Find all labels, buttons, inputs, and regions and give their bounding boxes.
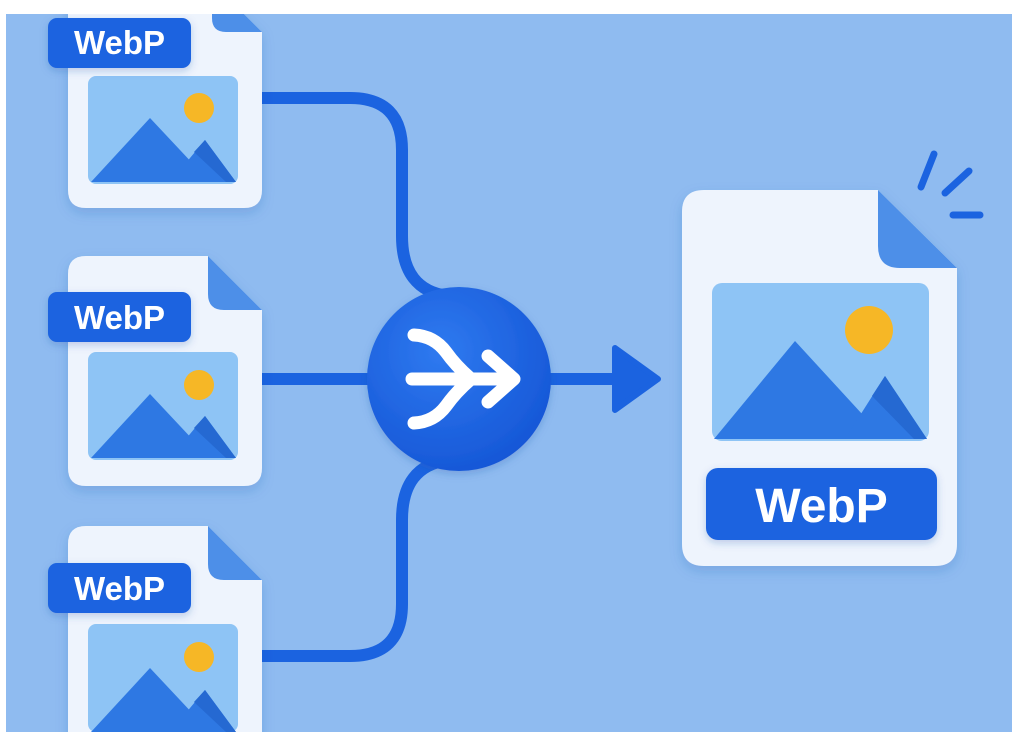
image-thumbnail-icon [88,352,238,460]
merge-arrow-icon [405,328,521,430]
folded-corner [878,190,957,268]
image-thumbnail-icon [88,76,238,184]
image-thumbnail-icon [88,624,238,732]
sparkle-icon [917,150,984,219]
merge-node [367,287,551,471]
webp-badge: WebP [48,18,191,68]
folded-corner [208,256,262,310]
input-file-3: WebP [48,526,262,732]
connector-lines [256,92,631,662]
webp-badge: WebP [48,292,191,342]
connector-top [256,92,454,302]
webp-badge-label: WebP [74,24,165,61]
connector-bottom [256,454,454,662]
folded-corner [212,14,262,32]
webp-badge: WebP [706,468,937,540]
webp-badge-label: WebP [74,299,165,336]
folded-corner [208,526,262,580]
input-file-1: WebP [48,14,262,208]
input-file-2: WebP [48,256,262,486]
output-file: WebP [682,190,957,566]
webp-badge-label: WebP [74,570,165,607]
webp-badge-label: WebP [755,480,887,533]
arrow-head-icon [612,345,661,413]
webp-badge: WebP [48,563,191,613]
image-thumbnail-icon [712,283,929,441]
